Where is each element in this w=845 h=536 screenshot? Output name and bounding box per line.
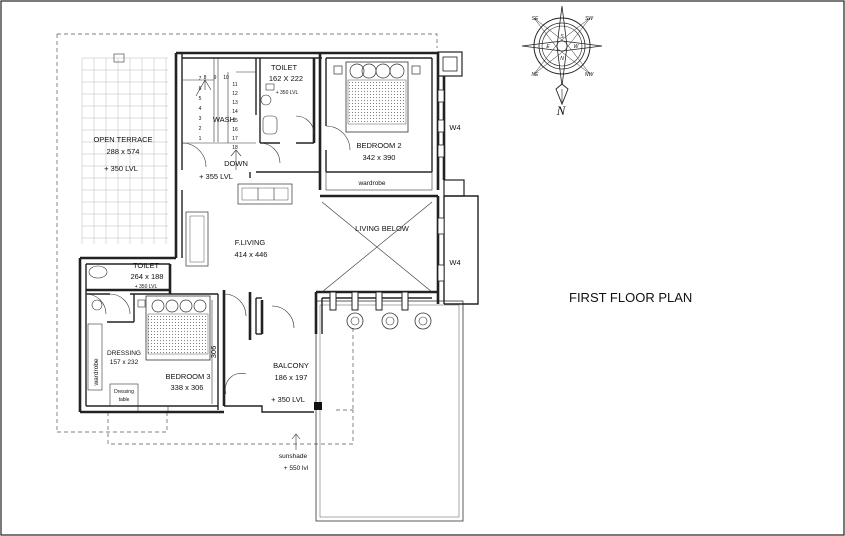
stair-step-number: 18 (232, 145, 238, 151)
stair-step-number: 4 (199, 106, 202, 112)
stair-step-number: 5 (199, 96, 202, 102)
stair-step-number: 11 (232, 82, 237, 88)
stair-step-number: 12 (232, 91, 238, 97)
wardrobe-top-label: wardrobe (357, 180, 385, 187)
compass-sw: SW (585, 16, 594, 22)
sunshade-marker (291, 433, 301, 450)
stair-down-label: DOWN (224, 159, 248, 168)
living-below-void (321, 201, 433, 293)
compass-e: E (546, 44, 550, 50)
stair-step-number: 8 (204, 75, 207, 81)
compass-s: S (560, 34, 564, 40)
window-w4-lower: W4 (449, 258, 460, 267)
compass-ne: NE (532, 72, 540, 78)
balcony-name: BALCONY (273, 361, 309, 370)
compass-n: N (560, 56, 564, 62)
terrace-paving (81, 53, 168, 244)
window-w4-upper: W4 (449, 123, 460, 132)
open-terrace-size: 288 x 574 (107, 147, 140, 156)
stair-wash-label: WASH (213, 115, 235, 124)
stair-step-number: 14 (232, 109, 238, 115)
dressing-size: 157 x 232 (110, 359, 139, 366)
north-label: N (556, 103, 567, 118)
balcony-size: 186 x 197 (275, 373, 308, 382)
open-terrace-name: OPEN TERRACE (93, 135, 152, 144)
room-labels: OPEN TERRACE 288 x 574 + 350 LVL TOILET … (93, 63, 461, 472)
bedroom2-size: 342 x 390 (363, 153, 396, 162)
dressing-table-line2: table (119, 397, 130, 403)
living-below-name: LIVING BELOW (355, 224, 410, 233)
dressing-name: DRESSING (107, 350, 141, 357)
stair-landing-level: + 355 LVL (199, 172, 233, 181)
staircase (182, 58, 256, 170)
dimension-306: 306 (209, 346, 218, 359)
stair-step-number: 2 (199, 126, 202, 132)
stair-step-number: 7 (199, 76, 202, 82)
door-swings (85, 115, 351, 395)
open-terrace-level: + 350 LVL (104, 164, 138, 173)
front-projection-inner (319, 304, 460, 518)
toilet-top-size: 162 X 222 (269, 74, 303, 83)
stair-step-number: 17 (232, 136, 238, 142)
f-living-size: 414 x 446 (235, 250, 268, 259)
f-living-name: F.LIVING (235, 238, 266, 247)
toilet-top-level: + 350 LVL (276, 90, 299, 96)
projection-outlines (56, 33, 438, 445)
sunshade-line1: sunshade (279, 453, 308, 460)
stair-step-number: 15 (232, 118, 238, 124)
stair-step-number: 3 (199, 116, 202, 122)
walls (78, 51, 479, 414)
furniture (87, 61, 433, 410)
front-projection (315, 300, 464, 522)
compass-w: W (574, 44, 580, 50)
toilet-top-name: TOILET (271, 63, 298, 72)
bedroom3-name: BEDROOM 3 (165, 372, 210, 381)
stair-step-number: 16 (232, 127, 238, 133)
bedroom2-name: BEDROOM 2 (356, 141, 401, 150)
toilet-left-level: + 350 LVL (135, 284, 158, 290)
stair-step-number: 6 (199, 86, 202, 92)
stair-step-number: 1 (199, 136, 202, 142)
compass-rose: S N E W SE SW NE NW (521, 5, 603, 106)
wardrobe-left-label: wardrobe (93, 358, 100, 386)
bedroom3-size: 338 x 306 (171, 383, 204, 392)
dressing-table-line1: Dressing (114, 389, 134, 395)
compass-nw: NW (585, 72, 595, 78)
dimension-line: 306 (209, 300, 218, 404)
toilet-left-size: 264 x 188 (131, 272, 164, 281)
balcony-level: + 350 LVL (271, 395, 305, 404)
compass-se: SE (532, 16, 539, 22)
sunshade-line2: + 550 lvl (284, 465, 309, 472)
stair-step-number: 13 (232, 100, 238, 106)
stair-step-number: 10 (223, 75, 229, 81)
plan-title: FIRST FLOOR PLAN (569, 290, 692, 305)
stair-step-number: 9 (214, 75, 217, 81)
toilet-left-name: TOILET (133, 261, 160, 270)
